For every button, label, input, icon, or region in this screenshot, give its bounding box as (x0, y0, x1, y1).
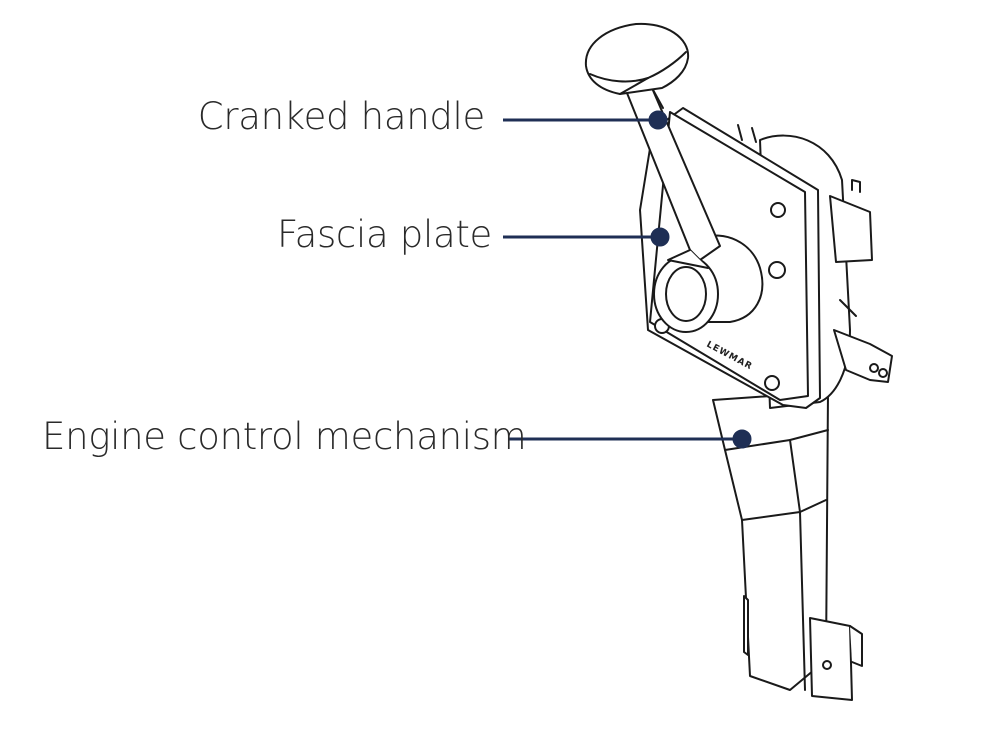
handle-hub (653, 234, 764, 333)
cranked-handle (584, 22, 721, 269)
label-cranked-handle: Cranked handle (197, 95, 486, 138)
engine-control-body (712, 391, 863, 701)
label-fascia-plate: Fascia plate (276, 213, 492, 256)
leader-dot-handle (648, 110, 668, 130)
label-engine-control-mechanism: Engine control mechanism (42, 415, 527, 458)
leader-dot-engine (732, 429, 752, 449)
leader-dot-fascia (650, 227, 670, 247)
